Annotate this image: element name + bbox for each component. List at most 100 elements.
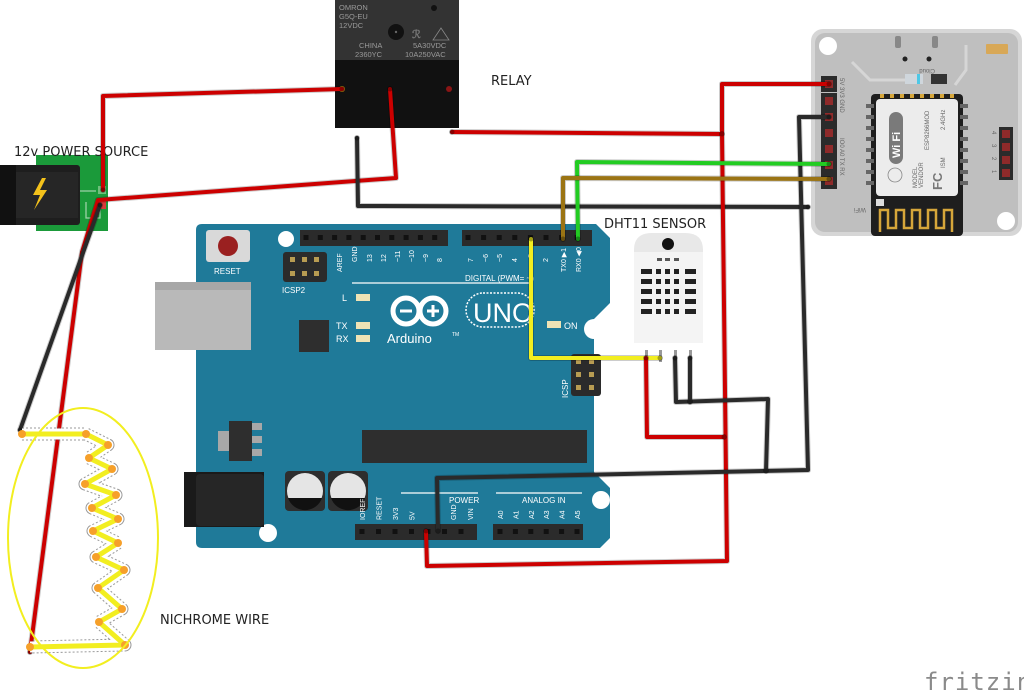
relay: OMRON G5Q-EU 12VDC CHINA 2360YC 5A30VDC … [335, 0, 459, 128]
power-header [355, 524, 477, 540]
nichrome-highlight-ellipse [7, 407, 159, 669]
wifi-right-pin-label: 4 [990, 131, 996, 135]
power-pin-label: 5V [410, 511, 417, 520]
led-rx-label: RX [336, 334, 349, 344]
digital-pin[interactable] [360, 235, 366, 240]
digital-pin-label: 2 [543, 258, 550, 262]
esp-ism-label: ISM [941, 157, 947, 168]
wire-dht11-data[interactable] [529, 237, 662, 360]
nichrome-node [118, 605, 126, 613]
analog-pin[interactable] [528, 529, 534, 534]
power-pin-label: GND [451, 504, 458, 520]
digital-pin[interactable] [332, 235, 338, 240]
vde-mark-icon [432, 27, 450, 41]
nichrome-node [108, 465, 116, 473]
digital-pin-label: 8 [437, 258, 444, 262]
reset-label: RESET [214, 267, 241, 276]
digital-pin-label: 13 [367, 254, 374, 262]
digital-pin[interactable] [417, 235, 423, 240]
analog-pin[interactable] [559, 529, 565, 534]
analog-pin-label: A1 [513, 510, 520, 519]
wire-arduino-tx-to-wifi-rx[interactable] [561, 176, 831, 241]
wire-wifi-gnd[interactable] [435, 115, 831, 533]
digital-pin[interactable] [512, 235, 518, 240]
analog-pin-label: A2 [529, 510, 536, 519]
digital-pin[interactable] [375, 235, 380, 240]
fritzing-watermark: fritzing [924, 668, 1024, 696]
power-pin[interactable] [458, 529, 464, 534]
wire-12v-ground-to-nichrome[interactable] [18, 203, 102, 432]
nichrome-node [85, 454, 93, 462]
power-pin[interactable] [376, 529, 381, 534]
nichrome-node [26, 643, 34, 651]
wire-dht11-gnd-a[interactable] [673, 356, 770, 473]
nichrome-node [94, 584, 102, 592]
digital-pin[interactable] [389, 235, 395, 240]
analog-pin[interactable] [574, 529, 580, 534]
wire-relay-ground[interactable] [355, 136, 810, 209]
power-pin-label: RESET [377, 496, 384, 520]
digital-pin-label: GND [352, 246, 359, 262]
digital-pin-label: ~6 [483, 254, 490, 262]
wire-relay-signal-to-5v[interactable] [450, 82, 831, 136]
digital-pin[interactable] [496, 235, 502, 240]
digital-pin-label: ~5 [497, 254, 504, 262]
wifi-right-pin-label: 1 [990, 170, 996, 174]
cloud-led [905, 74, 923, 84]
dht11-mount-hole [662, 238, 674, 250]
esp-freq-label: 2.4GHz [941, 110, 947, 130]
pcb-antenna [878, 208, 954, 232]
wire-dht11-vcc[interactable] [644, 356, 726, 439]
relay-label: RELAY [491, 74, 532, 89]
cloud-label: Cloud [919, 67, 935, 73]
digital-pin[interactable] [543, 235, 549, 240]
digital-pin[interactable] [481, 235, 487, 240]
wire-12v-to-relay[interactable] [101, 87, 344, 192]
svg-text:TM: TM [452, 332, 459, 338]
usb-connector [155, 282, 251, 350]
relay-brand: OMRON [339, 3, 368, 12]
reset-button-cap[interactable] [218, 236, 238, 256]
power-pin[interactable] [442, 529, 447, 534]
digital-pin-label: TX0 ▶1 [561, 248, 568, 272]
analog-pin[interactable] [512, 529, 518, 534]
nichrome-node [92, 553, 100, 561]
esp8266-wifi-module: Cloud Wi Fi ESP8266MOD 2.4GHz ISM MODEL … [811, 29, 1022, 236]
digital-header-right [462, 230, 592, 246]
wire-5v-bus[interactable] [424, 132, 729, 568]
nichrome-node [18, 430, 26, 438]
analog-pin-label: A4 [560, 510, 567, 519]
wire-arduino-rx-to-wifi-tx[interactable] [575, 160, 831, 241]
digital-pin[interactable] [317, 235, 323, 240]
power-pin[interactable] [392, 529, 398, 534]
digital-pwm-label: DIGITAL (PWM= ~) [465, 274, 534, 283]
relay-model: G5Q-EU [339, 12, 368, 21]
digital-pin[interactable] [346, 235, 352, 240]
analog-pin-label: A3 [544, 510, 551, 519]
digital-pin[interactable] [303, 235, 309, 240]
power-pin[interactable] [359, 529, 365, 534]
digital-pin[interactable] [403, 235, 409, 240]
capacitor [328, 471, 368, 511]
fcc-logo-icon: FC [930, 172, 945, 190]
nichrome-node [120, 566, 128, 574]
digital-pin[interactable] [432, 235, 438, 240]
led-tx [356, 322, 370, 329]
led-tx-label: TX [336, 321, 348, 331]
digital-pin-label: AREF [337, 253, 344, 272]
relay-origin: CHINA [359, 41, 382, 50]
analog-pin[interactable] [543, 529, 549, 534]
power-jack [0, 155, 108, 231]
digital-pin[interactable] [465, 235, 471, 240]
ai-logo-icon [887, 167, 903, 183]
nichrome-wire [18, 427, 132, 654]
relay-rating-ac: 10A250VAC [405, 50, 446, 59]
power-pin[interactable] [409, 529, 414, 534]
analog-pin-label: A5 [575, 510, 582, 519]
nichrome-node [89, 527, 97, 535]
wire-relay-to-nichrome[interactable] [28, 87, 398, 654]
digital-pin-label: ~9 [423, 254, 430, 262]
analog-pin[interactable] [497, 529, 503, 534]
wifi-io-pins-label: IO0 A0 TX RX [838, 138, 844, 176]
